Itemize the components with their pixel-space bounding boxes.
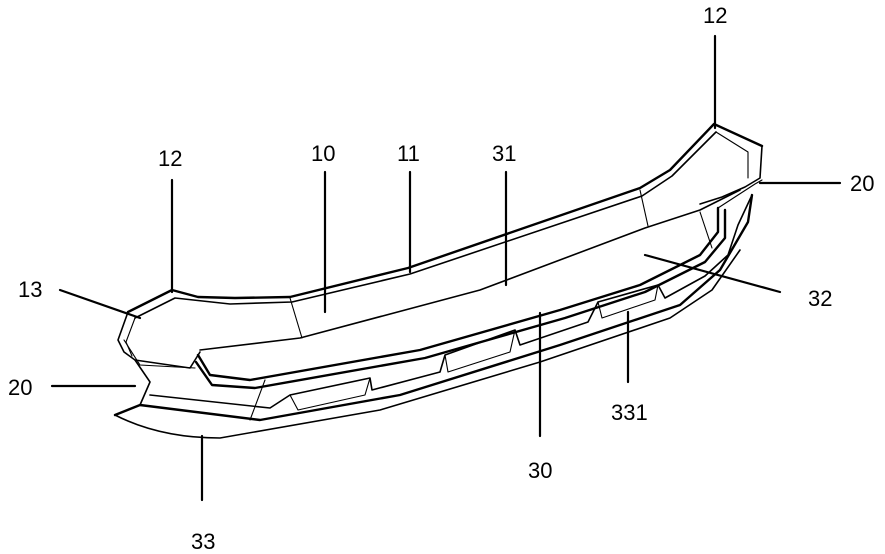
ref-label-12-left: 12: [158, 146, 183, 171]
ref-label-13: 13: [18, 277, 43, 302]
bumper-right-cap-inner: [715, 131, 749, 179]
seam-right: [639, 189, 649, 227]
chrome-strip-top: [196, 206, 720, 382]
seam-left: [289, 297, 303, 339]
leader-13: [58, 288, 142, 320]
corner-crease-right: [699, 211, 713, 249]
ref-label-331: 331: [611, 400, 648, 425]
bumper-top-edge-inner: [134, 131, 717, 319]
left-corner-strip: [134, 351, 201, 369]
bumper-top-edge: [126, 122, 764, 314]
ref-label-10: 10: [311, 141, 336, 166]
ref-label-20-right: 20: [850, 171, 875, 196]
lower-skirt-upper-edge: [149, 194, 753, 409]
chrome-strip-bottom: [194, 208, 727, 390]
bumper-outline: [113, 122, 764, 439]
bumper-right-cap: [699, 145, 763, 205]
ref-label-11: 11: [397, 141, 420, 166]
lower-lip: [113, 193, 754, 422]
leader-32: [643, 253, 782, 294]
ref-label-31: 31: [492, 141, 517, 166]
corner-crease-left: [249, 379, 266, 421]
bumper-left-end: [117, 311, 151, 406]
vent-center: [444, 329, 516, 373]
ref-label-12-top: 12: [703, 3, 728, 28]
vent-right: [597, 284, 659, 319]
ref-label-20-left: 20: [8, 375, 33, 400]
reference-leaders: [50, 34, 842, 502]
ref-label-30: 30: [528, 458, 553, 483]
upper-panel-lower-edge: [199, 189, 741, 351]
vent-left: [289, 377, 371, 411]
ref-label-32: 32: [808, 286, 833, 311]
ref-label-33: 33: [191, 529, 216, 554]
bumper-left-end-inner: [125, 317, 136, 357]
chrome-strip-outer: [123, 179, 763, 369]
